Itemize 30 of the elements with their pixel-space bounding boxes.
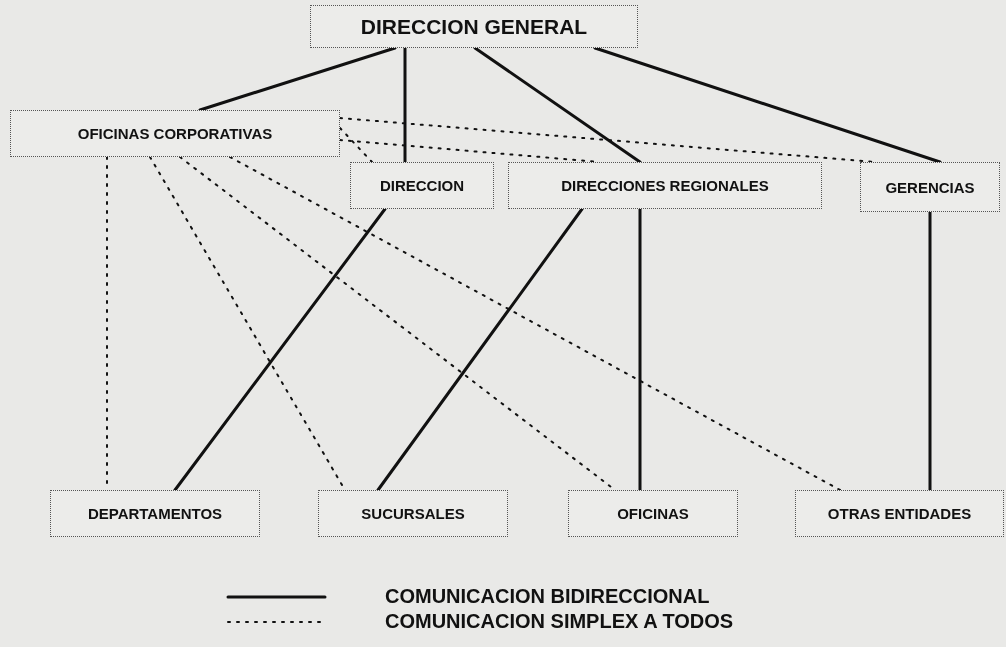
org-box	[508, 162, 822, 209]
connector-line	[593, 46, 942, 164]
box-label: OFICINAS	[617, 505, 689, 522]
org-box	[50, 490, 260, 537]
box-label: SUCURSALES	[361, 505, 465, 522]
legend-label: COMUNICACION SIMPLEX A TODOS	[385, 610, 734, 633]
dotted-connector	[339, 127, 373, 163]
connector-line	[376, 207, 584, 492]
box-label: DIRECCION	[379, 177, 465, 194]
box-label: DIRECCIONES REGIONALES	[561, 177, 769, 194]
box-label: GERENCIAS	[885, 178, 975, 196]
org-box	[568, 490, 738, 537]
box-label: OFICINAS CORPORATIVAS	[77, 125, 273, 142]
connector-line	[198, 46, 397, 112]
box-label: OTRAS ENTIDADES	[827, 505, 972, 522]
connector-line	[638, 207, 642, 492]
org-box	[310, 5, 638, 48]
legend-label: COMUNICACION BIDIRECCIONAL	[385, 585, 710, 608]
org-box	[318, 490, 508, 537]
dotted-connector	[229, 156, 841, 491]
connector-line	[928, 210, 932, 492]
connector-line	[173, 207, 387, 492]
box-label: DIRECCION GENERAL	[360, 14, 588, 39]
connector-line	[403, 46, 407, 164]
org-box	[860, 162, 1000, 212]
org-box	[795, 490, 1004, 537]
connector-line	[473, 46, 642, 164]
box-label: DEPARTAMENTOS	[87, 505, 223, 522]
org-box	[10, 110, 340, 157]
org-box	[350, 162, 494, 209]
